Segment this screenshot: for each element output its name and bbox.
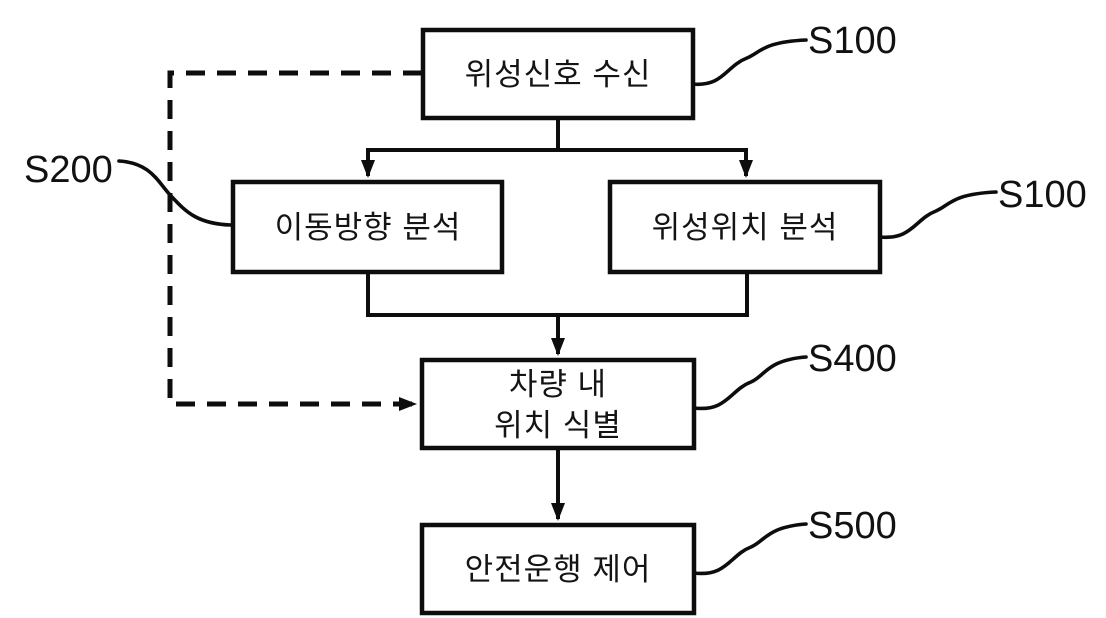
flow-box-safe-operation	[419, 522, 697, 616]
box-label-in-vehicle-position-line1: 차량 내	[509, 367, 607, 402]
box-label-safe-operation: 안전운행 제어	[465, 552, 652, 587]
step-label-s200: S200	[24, 149, 113, 191]
step-label-s400: S400	[808, 338, 897, 380]
leader-line-s400	[692, 355, 808, 411]
leader-line-s200	[117, 159, 233, 227]
step-label-s500: S500	[808, 505, 897, 547]
step-label-s100-top: S100	[808, 20, 897, 62]
flow-box-satellite-position	[607, 179, 883, 275]
flow-box-receive-signal	[420, 27, 696, 121]
flow-box-in-vehicle-position	[419, 357, 697, 451]
flow-box-movement-direction	[230, 179, 505, 275]
box-label-in-vehicle-position-line2: 위치 식별	[494, 408, 622, 443]
step-label-s100-right: S100	[998, 174, 1087, 216]
box-label-receive-signal: 위성신호 수신	[465, 57, 652, 92]
leader-line-s100-top	[691, 38, 808, 86]
dashed-feedback-connector	[167, 70, 422, 411]
box-label-movement-direction: 이동방향 분석	[275, 210, 462, 245]
leader-line-s500	[692, 522, 808, 576]
box-label-satellite-position: 위성위치 분석	[652, 210, 839, 245]
leader-line-s100-right	[878, 190, 998, 239]
